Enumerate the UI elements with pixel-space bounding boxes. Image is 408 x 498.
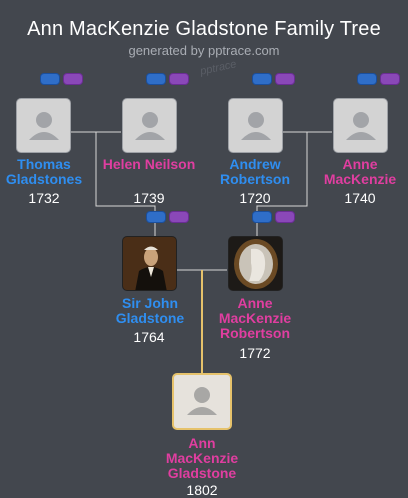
page-title: Ann MacKenzie Gladstone Family Tree — [27, 18, 381, 40]
thomas-gladstones-name[interactable]: Thomas Gladstones — [5, 156, 83, 187]
andrew-robertson-photo[interactable] — [228, 98, 283, 153]
mother-link-icon[interactable] — [275, 211, 295, 223]
ann-mackenzie-gladstone-year: 1802 — [186, 482, 218, 498]
sir-john-gladstone-photo[interactable] — [122, 236, 177, 291]
portrait-photo — [123, 237, 176, 290]
anne-mackenzie-photo[interactable] — [333, 98, 388, 153]
sir-john-gladstone-name[interactable]: Sir John Gladstone — [115, 295, 185, 326]
mother-link-icon[interactable] — [169, 211, 189, 223]
mother-link-icon[interactable] — [380, 73, 400, 85]
andrew-robertson-icons — [252, 73, 298, 86]
andrew-robertson-name[interactable]: Andrew Robertson — [220, 156, 290, 187]
helen-neilson-icons — [146, 73, 192, 86]
father-link-icon[interactable] — [146, 211, 166, 223]
anne-mackenzie-year: 1740 — [344, 190, 376, 206]
ann-mackenzie-gladstone-name[interactable]: Ann MacKenzie Gladstone — [165, 435, 239, 481]
page-subtitle: generated by pptrace.com — [128, 43, 280, 58]
father-link-icon[interactable] — [40, 73, 60, 85]
helen-neilson-photo[interactable] — [122, 98, 177, 153]
placeholder-avatar-icon — [29, 112, 59, 140]
ann-mackenzie-gladstone-photo[interactable] — [172, 373, 232, 430]
thomas-gladstones-year: 1732 — [28, 190, 60, 206]
placeholder-avatar-icon — [187, 387, 217, 415]
cameo-photo — [229, 237, 282, 290]
mother-link-icon[interactable] — [169, 73, 189, 85]
mother-link-icon[interactable] — [63, 73, 83, 85]
andrew-robertson-year: 1720 — [239, 190, 271, 206]
father-link-icon[interactable] — [146, 73, 166, 85]
sir-john-gladstone-year: 1764 — [133, 329, 165, 345]
anne-mackenzie-robertson-name[interactable]: Anne MacKenzie Robertson — [218, 295, 292, 341]
sir-john-gladstone-icons — [146, 211, 192, 224]
anne-mackenzie-robertson-year: 1772 — [239, 345, 271, 361]
placeholder-avatar-icon — [135, 112, 165, 140]
thomas-gladstones-photo[interactable] — [16, 98, 71, 153]
anne-mackenzie-name[interactable]: Anne MacKenzie — [323, 156, 397, 187]
thomas-gladstones-icons — [40, 73, 86, 86]
mother-link-icon[interactable] — [275, 73, 295, 85]
father-link-icon[interactable] — [252, 73, 272, 85]
father-link-icon[interactable] — [252, 211, 272, 223]
anne-mackenzie-robertson-icons — [252, 211, 298, 224]
helen-neilson-year: 1739 — [133, 190, 165, 206]
anne-mackenzie-robertson-photo[interactable] — [228, 236, 283, 291]
anne-mackenzie-icons — [357, 73, 403, 86]
placeholder-avatar-icon — [241, 112, 271, 140]
father-link-icon[interactable] — [357, 73, 377, 85]
helen-neilson-name[interactable]: Helen Neilson — [102, 156, 196, 172]
placeholder-avatar-icon — [346, 112, 376, 140]
